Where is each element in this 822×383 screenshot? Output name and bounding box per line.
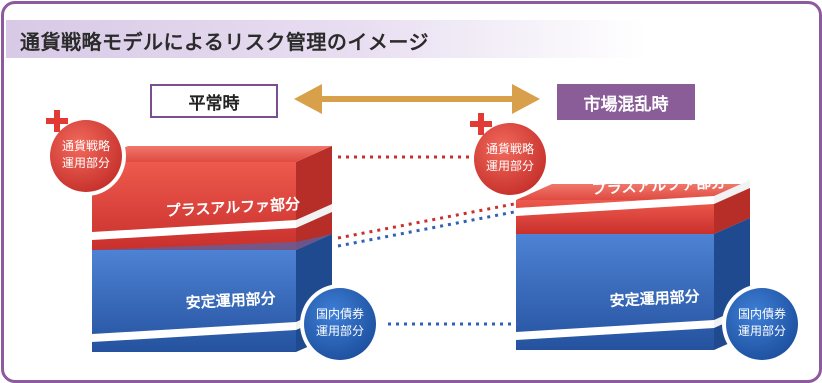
right-box: プラスアルファ部分 安定運用部分 <box>516 173 750 350</box>
plus-icon <box>470 113 492 135</box>
diagram-title: 通貨戦略モデルによるリスク管理のイメージ <box>20 30 429 54</box>
connector-lines <box>337 155 520 326</box>
left-badge-line2: 運用部分 <box>62 155 110 170</box>
right-bond-line2: 運用部分 <box>738 323 786 338</box>
state-label-turmoil: 市場混乱時 <box>557 84 695 120</box>
plus-icon <box>46 110 68 132</box>
title-bar: 通貨戦略モデルによるリスク管理のイメージ <box>6 20 646 58</box>
left-bond-badge: 国内債券 運用部分 <box>300 284 380 364</box>
double-arrow-icon <box>294 84 540 114</box>
left-bottom-label: 安定運用部分 <box>185 289 276 312</box>
left-bond-line2: 運用部分 <box>316 323 364 338</box>
right-bond-badge: 国内債券 運用部分 <box>722 284 802 364</box>
right-badge-line2: 運用部分 <box>486 158 534 173</box>
right-bottom-label: 安定運用部分 <box>609 287 700 310</box>
right-currency-badge: 通貨戦略 運用部分 <box>470 113 550 199</box>
left-currency-badge: 通貨戦略 運用部分 <box>46 110 126 196</box>
diagram-illustration: プラスアルファ部分 安定運用部分 プラスアルファ部分 安定運用部分 <box>46 84 802 364</box>
left-badge-line1: 通貨戦略 <box>62 138 110 153</box>
right-bond-line1: 国内債券 <box>738 306 786 321</box>
left-box: プラスアルファ部分 安定運用部分 <box>92 146 332 352</box>
state-label-normal: 平常時 <box>150 84 278 118</box>
left-bond-line1: 国内債券 <box>316 306 364 321</box>
right-badge-line1: 通貨戦略 <box>486 141 534 156</box>
